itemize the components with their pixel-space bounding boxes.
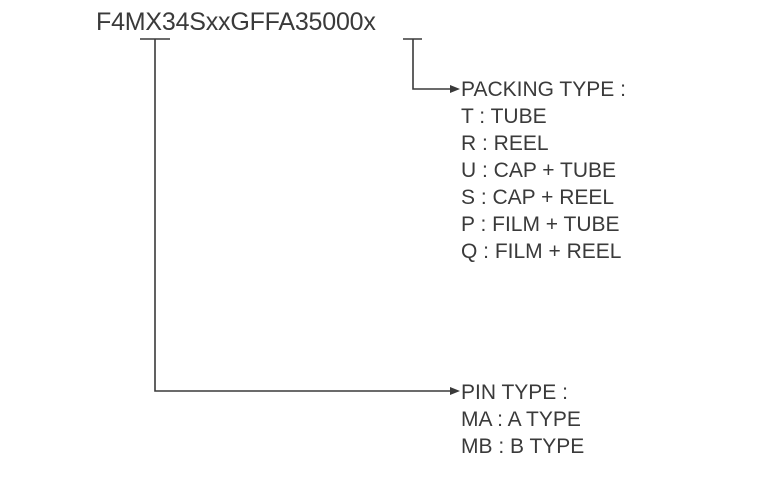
pin-type-heading: PIN TYPE : [461, 381, 568, 404]
packing-type-heading: PACKING TYPE : [461, 78, 626, 101]
packing-option: U : CAP + TUBE [461, 159, 617, 182]
packing-option: P : FILM + TUBE [461, 213, 620, 236]
pin-option: MA : A TYPE [461, 408, 581, 431]
pin-option: MB : B TYPE [461, 435, 585, 458]
pin-type-section: PIN TYPE : MA : A TYPE MB : B TYPE [461, 379, 584, 460]
packing-option: T : TUBE [461, 105, 547, 128]
packing-arrowhead [450, 85, 460, 93]
pin-connector-line [154, 39, 452, 392]
packing-type-section: PACKING TYPE : T : TUBE R : REEL U : CAP… [461, 76, 626, 265]
part-number-code: F4MX34SxxGFFA35000x [96, 8, 376, 36]
packing-option: R : REEL [461, 132, 549, 155]
packing-option: S : CAP + REEL [461, 186, 615, 209]
pin-arrowhead [450, 387, 460, 395]
packing-connector-line [412, 39, 452, 90]
packing-option: Q : FILM + REEL [461, 240, 622, 263]
